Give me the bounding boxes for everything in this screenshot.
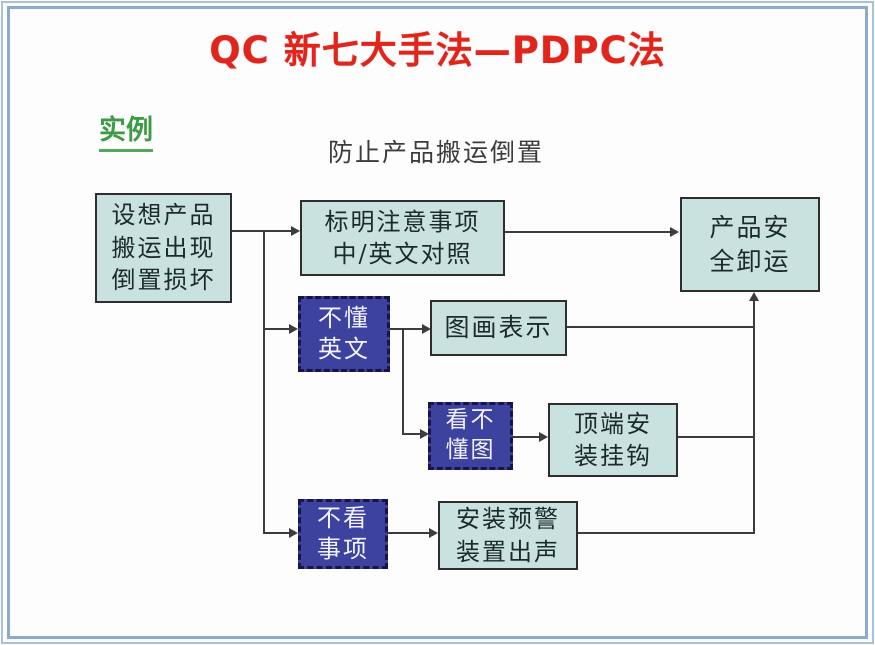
connector-right-collector	[753, 300, 755, 534]
arrowhead-up-into-goal	[749, 292, 759, 301]
diagram-subtitle: 防止产品搬运倒置	[328, 138, 545, 167]
connector-junction-to-risk2	[402, 433, 421, 435]
connector-trunk-to-risk3	[263, 532, 291, 534]
node-text: 中/英文对照	[332, 240, 473, 268]
node-text: 不看	[317, 503, 369, 532]
node-text: 英文	[318, 335, 370, 363]
connector-risk3-to-counter3	[388, 532, 429, 534]
node-text: 标明注意事项	[324, 207, 481, 236]
node-risk-no-english: 不懂 英文	[298, 296, 390, 372]
node-counter-top-hooks: 顶端安 装挂钩	[548, 403, 678, 477]
arrowhead-into-goal	[670, 227, 679, 237]
connector-risk1-to-counter1	[390, 328, 423, 330]
node-text: 图画表示	[444, 313, 553, 343]
connector-junction-down	[402, 328, 404, 435]
node-counter-pictures: 图画表示	[430, 300, 567, 356]
node-text: 不懂	[318, 303, 370, 332]
connector-left-trunk	[263, 230, 265, 534]
connector-counter2-to-collector	[678, 436, 755, 438]
node-text: 装置出声	[456, 537, 560, 566]
arrowhead-into-counter1	[422, 324, 431, 334]
connector-counter3-to-collector	[578, 532, 755, 534]
node-text: 产品安	[709, 212, 791, 242]
arrowhead-into-risk2	[420, 429, 429, 439]
connector-counter1-to-collector	[567, 326, 755, 328]
arrowhead-into-counter3	[429, 528, 438, 538]
node-text: 看不	[445, 407, 496, 434]
node-start-assumption: 设想产品 搬运出现 倒置损坏	[95, 193, 232, 303]
node-risk-ignore-notes: 不看 事项	[298, 499, 388, 569]
node-text: 搬运出现	[111, 233, 216, 262]
arrowhead-into-counter2	[539, 432, 548, 442]
node-goal-safe-unload: 产品安 全卸运	[680, 197, 820, 292]
page-title: QC 新七大手法—PDPC法	[209, 29, 666, 72]
node-text: 事项	[317, 535, 369, 563]
arrowhead-into-risk3	[289, 528, 298, 538]
example-label: 实例	[99, 108, 153, 152]
node-text: 装挂钩	[574, 442, 652, 470]
connector-risk2-to-counter2	[513, 436, 540, 438]
node-risk-cant-read-picture: 看不 懂图	[428, 402, 513, 470]
node-text: 全卸运	[709, 246, 791, 276]
arrowhead-into-risk1	[289, 324, 298, 334]
node-text: 顶端安	[574, 409, 652, 438]
node-text: 安装预警	[456, 505, 560, 534]
node-text: 设想产品	[111, 201, 216, 230]
arrowhead-into-mark	[291, 226, 300, 236]
node-text: 倒置损坏	[111, 266, 216, 295]
node-mark-notes: 标明注意事项 中/英文对照	[300, 200, 505, 276]
connector-start-to-mark	[232, 230, 291, 232]
node-text: 懂图	[445, 437, 496, 463]
connector-trunk-to-risk1	[263, 328, 291, 330]
node-counter-alarm-device: 安装预警 装置出声	[438, 501, 578, 570]
connector-mark-to-goal	[505, 231, 671, 233]
